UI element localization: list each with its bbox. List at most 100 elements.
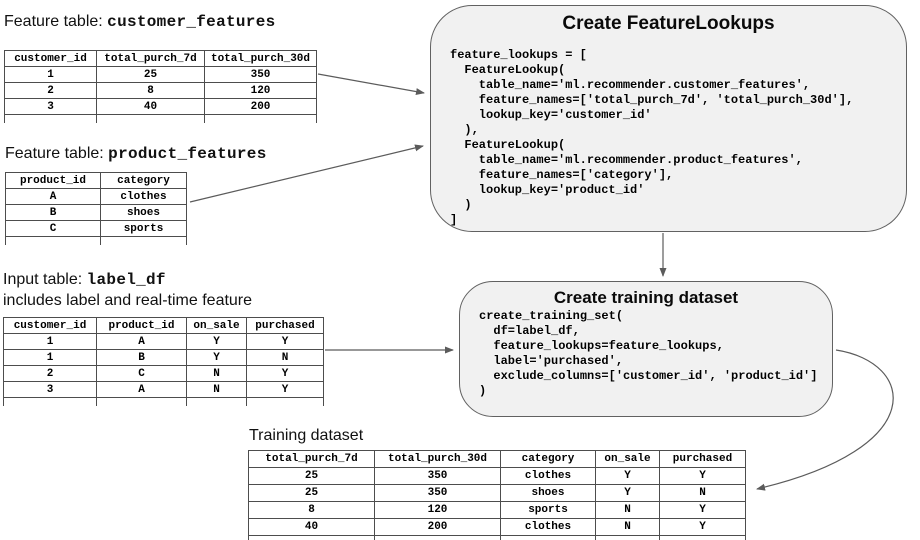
product-features-title-name: product_features: [108, 145, 267, 163]
table-header-row: customer_id product_id on_sale purchased: [3, 317, 324, 334]
create-training-dataset-box-title: Create training dataset: [553, 288, 739, 307]
column-header: on_sale: [595, 450, 660, 468]
product-features-table-wrap: product_id category A clothes B shoes C …: [5, 172, 188, 245]
table-header-row: customer_id total_purch_7d total_purch_3…: [4, 50, 317, 67]
training-dataset-table-wrap: total_purch_7d total_purch_30d category …: [248, 450, 747, 540]
table-cell: 25: [96, 66, 205, 83]
table-cell: clothes: [500, 467, 596, 485]
training-dataset-table: total_purch_7d total_purch_30d category …: [248, 450, 746, 540]
table-row: 1 25 350: [4, 66, 317, 83]
table-cell: Y: [246, 381, 324, 398]
table-cell: Y: [246, 333, 324, 350]
table-row: 25 350 shoes Y N: [248, 484, 746, 502]
table-cell: N: [186, 365, 247, 382]
table-cell: 1: [3, 349, 97, 366]
table-cell: clothes: [500, 518, 596, 536]
table-cell: N: [246, 349, 324, 366]
table-row: 1 B Y N: [3, 349, 324, 366]
column-header: purchased: [246, 317, 324, 334]
table-cell: Y: [186, 333, 247, 350]
table-cell: 120: [374, 501, 501, 519]
table-row-stub: [248, 535, 746, 540]
column-header: customer_id: [4, 50, 97, 67]
column-header: category: [100, 172, 187, 189]
product-features-title-prefix: Feature table:: [5, 145, 109, 162]
label-df-subtitle: includes label and real-time feature: [3, 292, 253, 309]
column-header: customer_id: [3, 317, 97, 334]
arrow-customer-features-to-lookups: [317, 73, 425, 96]
table-cell: 2: [4, 82, 97, 99]
table-cell: C: [96, 365, 187, 382]
table-cell: 1: [4, 66, 97, 83]
table-cell: 8: [96, 82, 205, 99]
create-featurelookups-box: Create FeatureLookups feature_lookups = …: [430, 5, 907, 232]
table-cell: Y: [659, 518, 746, 536]
table-row: B shoes: [5, 204, 187, 221]
table-cell: 40: [248, 518, 375, 536]
column-header: total_purch_7d: [248, 450, 375, 468]
table-cell: Y: [246, 365, 324, 382]
table-cell: sports: [500, 501, 596, 519]
column-header: category: [500, 450, 596, 468]
table-cell: 40: [96, 98, 205, 115]
table-row: 8 120 sports N Y: [248, 501, 746, 519]
label-df-title-name: label_df: [86, 271, 166, 289]
table-cell: clothes: [100, 188, 187, 205]
customer-features-table: customer_id total_purch_7d total_purch_3…: [4, 50, 317, 123]
table-cell: 1: [3, 333, 97, 350]
table-cell: Y: [595, 467, 660, 485]
column-header: on_sale: [186, 317, 247, 334]
table-row: 1 A Y Y: [3, 333, 324, 350]
table-cell: C: [5, 220, 101, 237]
table-row-stub: [4, 114, 317, 123]
label-df-title-prefix: Input table:: [3, 271, 87, 288]
customer-features-title-prefix: Feature table:: [4, 13, 108, 30]
table-cell: A: [96, 381, 187, 398]
customer-features-title: Feature table: customer_features: [4, 12, 276, 32]
table-cell: 3: [3, 381, 97, 398]
column-header: total_purch_30d: [204, 50, 317, 67]
table-cell: N: [595, 501, 660, 519]
create-featurelookups-box-title: Create FeatureLookups: [562, 13, 775, 34]
table-cell: 3: [4, 98, 97, 115]
customer-features-title-name: customer_features: [107, 13, 276, 31]
table-cell: 200: [374, 518, 501, 536]
table-cell: 350: [374, 467, 501, 485]
table-header-row: total_purch_7d total_purch_30d category …: [248, 450, 746, 468]
label-df-title: Input table: label_df: [3, 270, 166, 290]
table-cell: 2: [3, 365, 97, 382]
table-cell: N: [595, 518, 660, 536]
product-features-title: Feature table: product_features: [5, 144, 267, 164]
table-cell: A: [5, 188, 101, 205]
create-training-set-code-block: create_training_set( df=label_df, featur…: [479, 309, 818, 398]
label-df-table: customer_id product_id on_sale purchased…: [3, 317, 324, 406]
table-row-stub: [5, 236, 187, 245]
table-cell: 25: [248, 467, 375, 485]
table-row: 2 C N Y: [3, 365, 324, 382]
table-cell: Y: [595, 484, 660, 502]
table-header-row: product_id category: [5, 172, 187, 189]
table-cell: Y: [659, 467, 746, 485]
table-cell: 350: [374, 484, 501, 502]
table-row: 40 200 clothes N Y: [248, 518, 746, 536]
table-cell: Y: [659, 501, 746, 519]
feature-lookups-code-block: feature_lookups = [ FeatureLookup( table…: [450, 48, 854, 227]
table-cell: Y: [186, 349, 247, 366]
table-row: 25 350 clothes Y Y: [248, 467, 746, 485]
product-features-table: product_id category A clothes B shoes C …: [5, 172, 187, 245]
table-cell: sports: [100, 220, 187, 237]
column-header: product_id: [96, 317, 187, 334]
table-row: C sports: [5, 220, 187, 237]
column-header: total_purch_7d: [96, 50, 205, 67]
table-cell: A: [96, 333, 187, 350]
table-cell: B: [5, 204, 101, 221]
table-row: 3 40 200: [4, 98, 317, 115]
training-dataset-title: Training dataset: [249, 427, 364, 444]
label-df-table-wrap: customer_id product_id on_sale purchased…: [3, 317, 325, 406]
table-cell: N: [659, 484, 746, 502]
table-cell: 350: [204, 66, 317, 83]
table-row: A clothes: [5, 188, 187, 205]
column-header: product_id: [5, 172, 101, 189]
table-cell: 200: [204, 98, 317, 115]
